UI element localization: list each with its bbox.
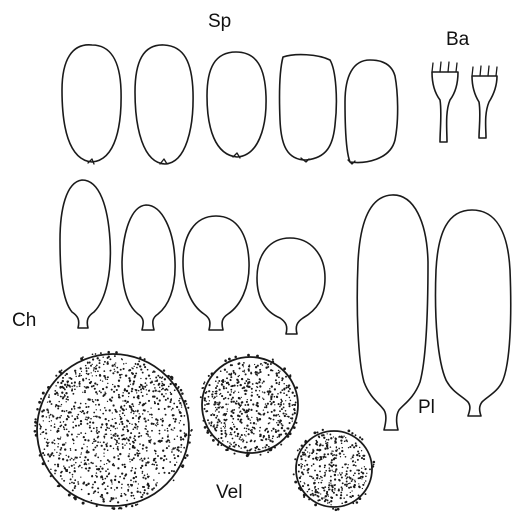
spore-3 — [207, 52, 266, 157]
basidium-2 — [472, 76, 497, 138]
cheilocystidium-2 — [122, 205, 175, 330]
label-basidia: Ba — [446, 30, 469, 49]
veil-group — [34, 351, 376, 511]
veil-cell-2 — [200, 354, 298, 457]
cheilocystidium-1 — [60, 180, 110, 328]
pleurocystidia-group — [357, 195, 510, 430]
spore-4 — [279, 55, 336, 160]
spores-group — [62, 45, 398, 164]
basidia-group — [432, 62, 497, 142]
spore-5 — [345, 60, 398, 162]
veil-cell-3 — [293, 429, 375, 511]
pleurocystidium-1 — [357, 195, 428, 430]
label-spores: Sp — [208, 12, 231, 31]
cheilocystidium-3 — [183, 216, 249, 330]
pleurocystidium-2 — [435, 210, 510, 416]
cheilocystidium-4 — [257, 238, 325, 334]
basidium-1-sterigmata — [432, 62, 457, 72]
vel-2-outline — [202, 357, 298, 453]
spore-1 — [62, 45, 121, 162]
basidium-2-sterigmata — [472, 66, 497, 76]
vel-3-outline — [296, 431, 372, 507]
label-cheilocystidia: Ch — [12, 311, 36, 330]
veil-cell-1 — [34, 351, 193, 510]
cheilocystidia-group — [60, 180, 325, 334]
spore-2 — [135, 45, 193, 164]
label-pleurocystidia: Pl — [418, 398, 435, 417]
label-veil: Vel — [216, 483, 242, 502]
vel-1-outline — [37, 354, 189, 506]
basidium-1 — [432, 72, 458, 142]
